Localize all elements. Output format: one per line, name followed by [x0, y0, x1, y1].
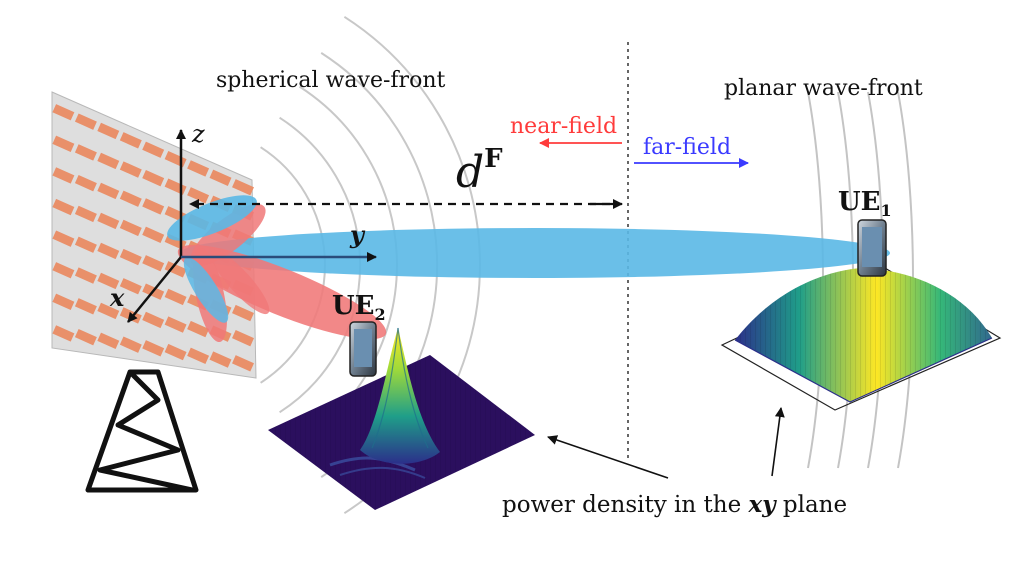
- antenna-element: [52, 262, 75, 279]
- ue1-phone-icon: [857, 219, 887, 277]
- antenna-element: [164, 343, 187, 361]
- near-field-label: near-field: [510, 114, 617, 139]
- y-axis-label: y: [349, 220, 366, 249]
- spherical-wavefront-label: spherical wave-front: [216, 68, 445, 93]
- antenna-element: [164, 261, 187, 278]
- ue1-label: UE1: [838, 187, 892, 220]
- antenna-element: [74, 328, 97, 346]
- antenna-element: [232, 304, 254, 322]
- antenna-element: [142, 226, 165, 244]
- antenna-element: [142, 255, 165, 272]
- beam-lobe-upper: [167, 195, 257, 241]
- antenna-element: [74, 174, 97, 192]
- antenna-element: [119, 132, 142, 149]
- antenna-element: [232, 355, 254, 372]
- antenna-element: [52, 167, 75, 184]
- ue2-phone-icon: [349, 321, 377, 377]
- antenna-element: [142, 141, 165, 158]
- antenna-element: [142, 311, 165, 329]
- antenna-element: [119, 190, 142, 207]
- ue2-label: UE2: [332, 291, 386, 324]
- antenna-element: [164, 288, 187, 306]
- antenna-element: [119, 336, 142, 353]
- z-axis-label: z: [191, 120, 205, 148]
- antenna-element: [97, 272, 120, 290]
- antenna-element: [52, 325, 75, 342]
- antenna-element: [119, 278, 142, 295]
- antenna-element: [74, 113, 97, 130]
- antenna-element: [74, 236, 97, 253]
- antenna-element: [209, 169, 232, 187]
- power-density-pointer-far: [771, 407, 785, 477]
- antenna-element: [97, 332, 120, 350]
- antenna-element: [187, 187, 210, 204]
- antenna-element: [74, 298, 97, 315]
- x-axis: [127, 256, 182, 323]
- antenna-element: [97, 212, 120, 230]
- near-field-beam-side-3: [210, 249, 270, 315]
- far-field-beam: [180, 228, 890, 278]
- antenna-element: [52, 198, 75, 216]
- antenna-element: [187, 347, 210, 365]
- antenna-element: [97, 242, 120, 260]
- antenna-element: [187, 320, 210, 338]
- antenna-element: [97, 302, 120, 320]
- antenna-element: [97, 152, 120, 170]
- planar-wavefront-label: planar wave-front: [724, 76, 923, 101]
- far-field-power-density-surface: [720, 267, 1002, 411]
- antenna-element: [119, 219, 142, 237]
- antenna-element: [52, 135, 75, 153]
- antenna-element: [74, 144, 97, 161]
- antenna-element: [97, 182, 120, 200]
- x-axis-label: x: [109, 283, 125, 312]
- antenna-element: [164, 316, 187, 333]
- antenna-element: [52, 104, 75, 121]
- base-station-tower: [85, 369, 199, 493]
- antenna-element: [209, 351, 232, 368]
- far-field-label: far-field: [643, 135, 731, 160]
- power-density-label: power density in the xy plane: [502, 491, 847, 518]
- antenna-element: [142, 340, 165, 357]
- power-density-pointer-near: [547, 435, 669, 479]
- antenna-element: [52, 293, 75, 311]
- distance-label: dF: [456, 144, 503, 198]
- antenna-element: [232, 329, 254, 347]
- antenna-element: [52, 230, 75, 247]
- antenna-element: [97, 122, 120, 140]
- antenna-element: [74, 205, 97, 223]
- coordinate-axes: [127, 129, 186, 323]
- antenna-element: [119, 161, 142, 178]
- antenna-element: [187, 160, 210, 177]
- antenna-element: [232, 179, 254, 196]
- near-field-power-density-surface: [268, 327, 535, 510]
- antenna-element: [142, 198, 165, 215]
- near-field-beam-side-2: [190, 203, 266, 267]
- beam-lobe-lower: [183, 257, 229, 323]
- antenna-element: [119, 248, 142, 266]
- antenna-element: [74, 267, 97, 284]
- antenna-element: [142, 169, 165, 187]
